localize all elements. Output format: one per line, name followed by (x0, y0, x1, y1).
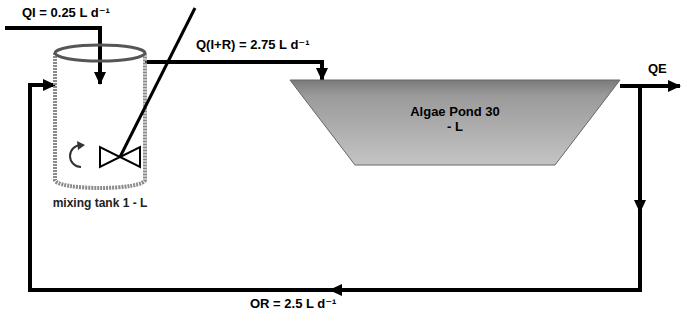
inflow-label: QI = 0.25 L d⁻¹ (22, 6, 110, 21)
impeller (100, 147, 140, 167)
effluent-label: QE (648, 62, 667, 77)
inflow-line (5, 28, 100, 84)
mixing-tank-shape (55, 45, 145, 190)
mixing-symbol (77, 141, 85, 150)
flow-rate-label: OR = 2.5 L d⁻¹ (250, 297, 336, 312)
stirrer-shaft (120, 8, 195, 157)
feed-connector (145, 62, 322, 80)
tank-rim (55, 45, 145, 61)
flow-rate-label: Q(I+R) = 2.75 L d⁻¹ (196, 38, 310, 53)
pond-label: Algae Pond 30 - L (407, 105, 503, 135)
effluent-line (640, 84, 680, 88)
algae-pond: Algae Pond 30 - L (290, 80, 620, 165)
tank-label: mixing tank 1 - L (53, 197, 148, 211)
tank-wall (55, 53, 145, 188)
pond-outline (290, 80, 620, 165)
mixing-tank: mixing tank 1 - L (55, 45, 145, 190)
